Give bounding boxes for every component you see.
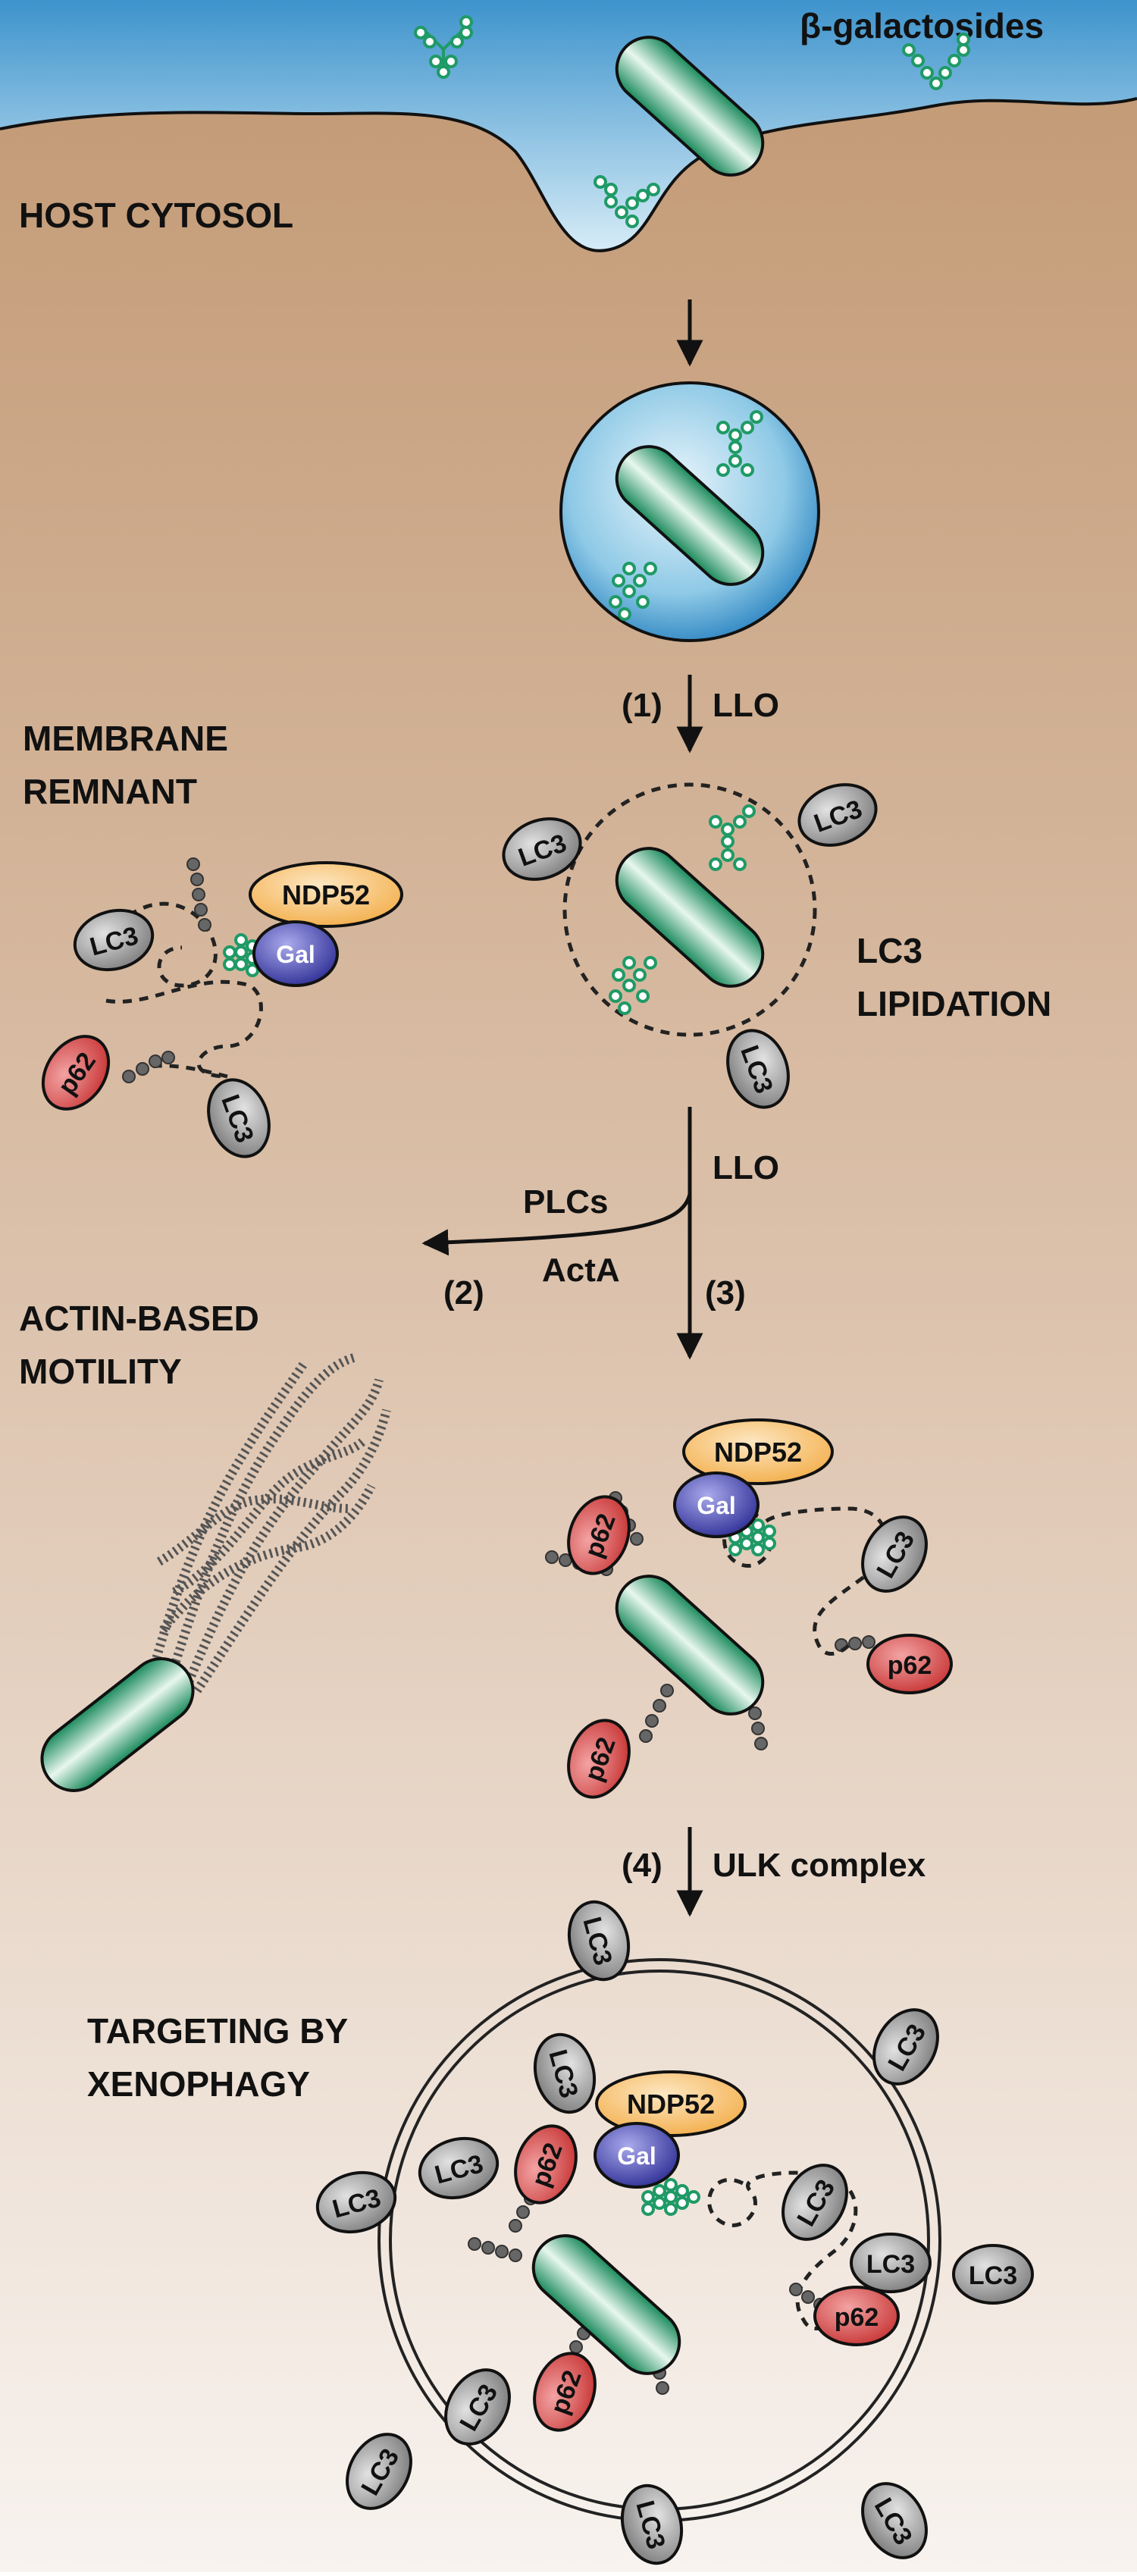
svg-text:NDP52: NDP52 — [714, 1437, 802, 1468]
lc3-protein: LC3 — [444, 2368, 511, 2446]
step2-number: (2) — [443, 1274, 484, 1312]
step2-acta-label: ActA — [542, 1252, 620, 1289]
step1-number: (1) — [622, 687, 662, 724]
step1-label: LLO — [713, 687, 779, 724]
extracellular-space — [0, 0, 1137, 251]
membrane-remnant-label-2: REMNANT — [23, 772, 197, 811]
lc3-lipidation-label-2: LIPIDATION — [857, 984, 1051, 1023]
p62-protein: p62 — [567, 1719, 631, 1799]
lc3-protein: LC3 — [73, 908, 155, 972]
step3-number: (3) — [705, 1274, 746, 1312]
glycan-icon — [609, 956, 657, 1015]
svg-text:p62: p62 — [888, 1651, 932, 1680]
p62-protein: p62 — [813, 2286, 900, 2346]
host-cytosol-label: HOST CYTOSOL — [19, 196, 293, 235]
lc3-protein: LC3 — [952, 2244, 1034, 2305]
svg-text:LC3: LC3 — [866, 2250, 915, 2279]
lc3-protein: LC3 — [781, 2164, 848, 2241]
lc3-protein: LC3 — [418, 2136, 500, 2200]
step4-number: (4) — [622, 1847, 662, 1884]
arrow-step2 — [421, 1193, 692, 1256]
step2-plcs-label: PLCs — [523, 1183, 608, 1221]
lc3-protein: LC3 — [872, 2008, 939, 2086]
bacterium — [531, 2234, 681, 2375]
bacterium — [615, 445, 765, 586]
actin-motility-label-1: ACTIN-BASED — [19, 1299, 259, 1338]
glycan-icon — [716, 410, 763, 477]
lc3-lipidation-label-1: LC3 — [857, 931, 922, 970]
p62-protein: p62 — [41, 1035, 111, 1111]
beta-galactosides-label: β-galactosides — [800, 6, 1044, 45]
lc3-protein: LC3 — [567, 1900, 631, 1982]
lc3-protein: LC3 — [861, 2482, 928, 2559]
actin-motility-label-2: MOTILITY — [19, 1352, 182, 1391]
membrane-fragment — [707, 2170, 858, 2330]
gal-protein: Gal — [673, 1471, 760, 1538]
gal-protein: Gal — [594, 2122, 680, 2189]
xenophagy-label-1: TARGETING BY — [87, 2011, 348, 2051]
glycan-icon — [641, 2178, 700, 2216]
lc3-protein: LC3 — [797, 783, 878, 847]
damaged-vacuole — [562, 782, 817, 1037]
lc3-protein: LC3 — [502, 817, 582, 881]
p62-protein: p62 — [866, 1634, 953, 1694]
glycan-icon — [902, 33, 970, 90]
bacterium — [40, 1657, 195, 1792]
glycan-icon — [414, 15, 473, 79]
ndp52-protein: NDP52 — [595, 2070, 747, 2137]
lc3-protein: LC3 — [207, 1078, 271, 1158]
p62-protein: p62 — [533, 2352, 597, 2432]
lc3-protein: LC3 — [533, 2032, 597, 2114]
host-membrane — [0, 97, 1137, 252]
lc3-protein: LC3 — [726, 1029, 790, 1109]
lc3-protein: LC3 — [850, 2233, 932, 2293]
bacterium — [615, 847, 765, 988]
lc3-protein: LC3 — [346, 2433, 412, 2510]
lc3-protein: LC3 — [620, 2484, 684, 2565]
svg-text:LC3: LC3 — [969, 2261, 1017, 2290]
lc3-protein: LC3 — [315, 2170, 397, 2234]
glycan-icon — [594, 175, 660, 228]
svg-text:Gal: Gal — [276, 941, 315, 968]
xenophagy-label-2: XENOPHAGY — [87, 2064, 310, 2104]
glycan-icon — [609, 562, 657, 621]
svg-text:NDP52: NDP52 — [627, 2089, 715, 2120]
svg-text:NDP52: NDP52 — [282, 879, 370, 910]
p62-protein: p62 — [567, 1495, 631, 1575]
glycan-icon — [709, 804, 756, 871]
membrane-remnant-label-1: MEMBRANE — [23, 719, 228, 758]
ndp52-protein: NDP52 — [249, 861, 403, 928]
actin-tail — [147, 1352, 391, 1700]
gal-protein: Gal — [252, 920, 339, 987]
membrane-fragment — [722, 1506, 888, 1656]
svg-text:Gal: Gal — [617, 2142, 656, 2170]
p62-protein: p62 — [514, 2124, 578, 2205]
svg-text:p62: p62 — [835, 2303, 879, 2332]
step4-label: ULK complex — [713, 1847, 926, 1884]
lc3-protein: LC3 — [861, 1515, 928, 1593]
svg-text:Gal: Gal — [697, 1492, 736, 1519]
bacterium — [615, 1575, 765, 1716]
branch-llo-label: LLO — [713, 1149, 779, 1186]
ndp52-protein: NDP52 — [682, 1418, 834, 1485]
bacterium — [615, 36, 765, 177]
